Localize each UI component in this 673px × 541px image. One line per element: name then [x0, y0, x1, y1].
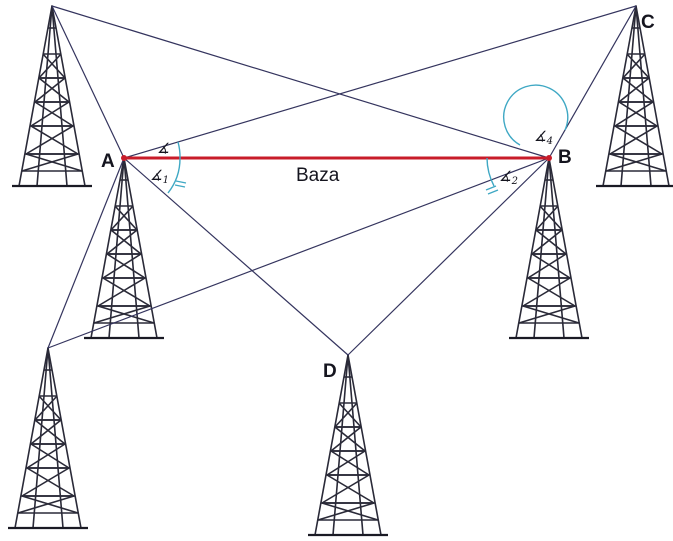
- angle-symbol: ∡: [157, 141, 170, 157]
- sight-lines: [47, 5, 637, 356]
- line-b-d: [347, 157, 550, 356]
- angle-index: 4: [546, 136, 553, 147]
- tower-c: [594, 4, 673, 188]
- angle-label-a-top: ∡: [157, 141, 170, 157]
- point-label-a: A: [101, 151, 115, 172]
- angle-tick-a-1: [175, 180, 187, 184]
- angle-label-a-bottom: ∡1: [150, 168, 169, 186]
- point-label-c: C: [641, 12, 655, 33]
- line-a-c: [123, 5, 637, 159]
- angle-tick-b-1: [485, 185, 497, 191]
- angle-arc-a-top: [177, 141, 181, 159]
- tower-bottom-left: [6, 346, 90, 530]
- angle-tick-b-2: [487, 189, 499, 195]
- line-topleft-a: [51, 5, 125, 159]
- point-label-b: B: [558, 147, 572, 168]
- base-label: Baza: [296, 165, 340, 186]
- line-a-d: [123, 157, 349, 356]
- angle-label-b-left: ∡2: [499, 169, 518, 187]
- angle-arc-a-bottom: [167, 157, 181, 194]
- line-a-bottomleft: [47, 157, 125, 349]
- tower-a: [82, 156, 166, 340]
- angle-index: 1: [163, 175, 169, 186]
- line-c-b: [548, 5, 637, 159]
- line-topleft-b: [51, 5, 550, 159]
- angle-label-b-top: ∡4: [534, 129, 553, 147]
- angle-index: 2: [511, 176, 518, 187]
- angle-symbol: ∡: [534, 129, 547, 145]
- point-b-marker: [546, 155, 552, 161]
- angle-tick-a-2: [174, 184, 186, 188]
- angle-arc-b-left: [486, 157, 495, 187]
- point-label-d: D: [323, 361, 337, 382]
- angle-arc-b-top: [503, 84, 569, 146]
- angle-symbol: ∡: [499, 169, 512, 185]
- tower-d: [306, 353, 390, 537]
- line-b-bottomleft: [47, 157, 550, 349]
- angle-symbol: ∡: [150, 168, 163, 184]
- point-a-marker: [121, 155, 127, 161]
- tower-top-left: [10, 4, 94, 188]
